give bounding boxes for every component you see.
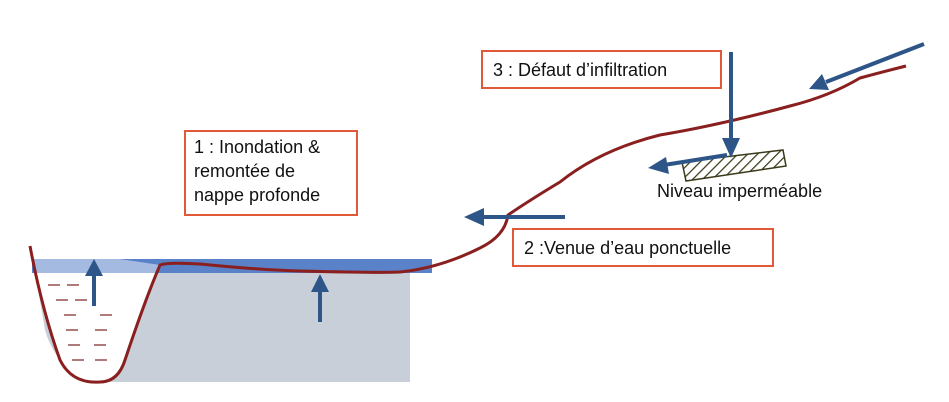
label-box-inondation: 1 : Inondation & remontée de nappe profo…	[184, 130, 358, 216]
label-box-venue-eau: 2 :Venue d’eau ponctuelle	[512, 228, 774, 267]
water-dashes	[48, 284, 112, 361]
terrain-profile	[28, 64, 907, 384]
label-box-defaut-infiltration: 3 : Défaut d’infiltration	[481, 50, 722, 89]
label-niveau-impermeable: Niveau imperméable	[657, 181, 823, 201]
impermeable-layer	[681, 149, 787, 182]
flow-arrows	[85, 42, 925, 322]
